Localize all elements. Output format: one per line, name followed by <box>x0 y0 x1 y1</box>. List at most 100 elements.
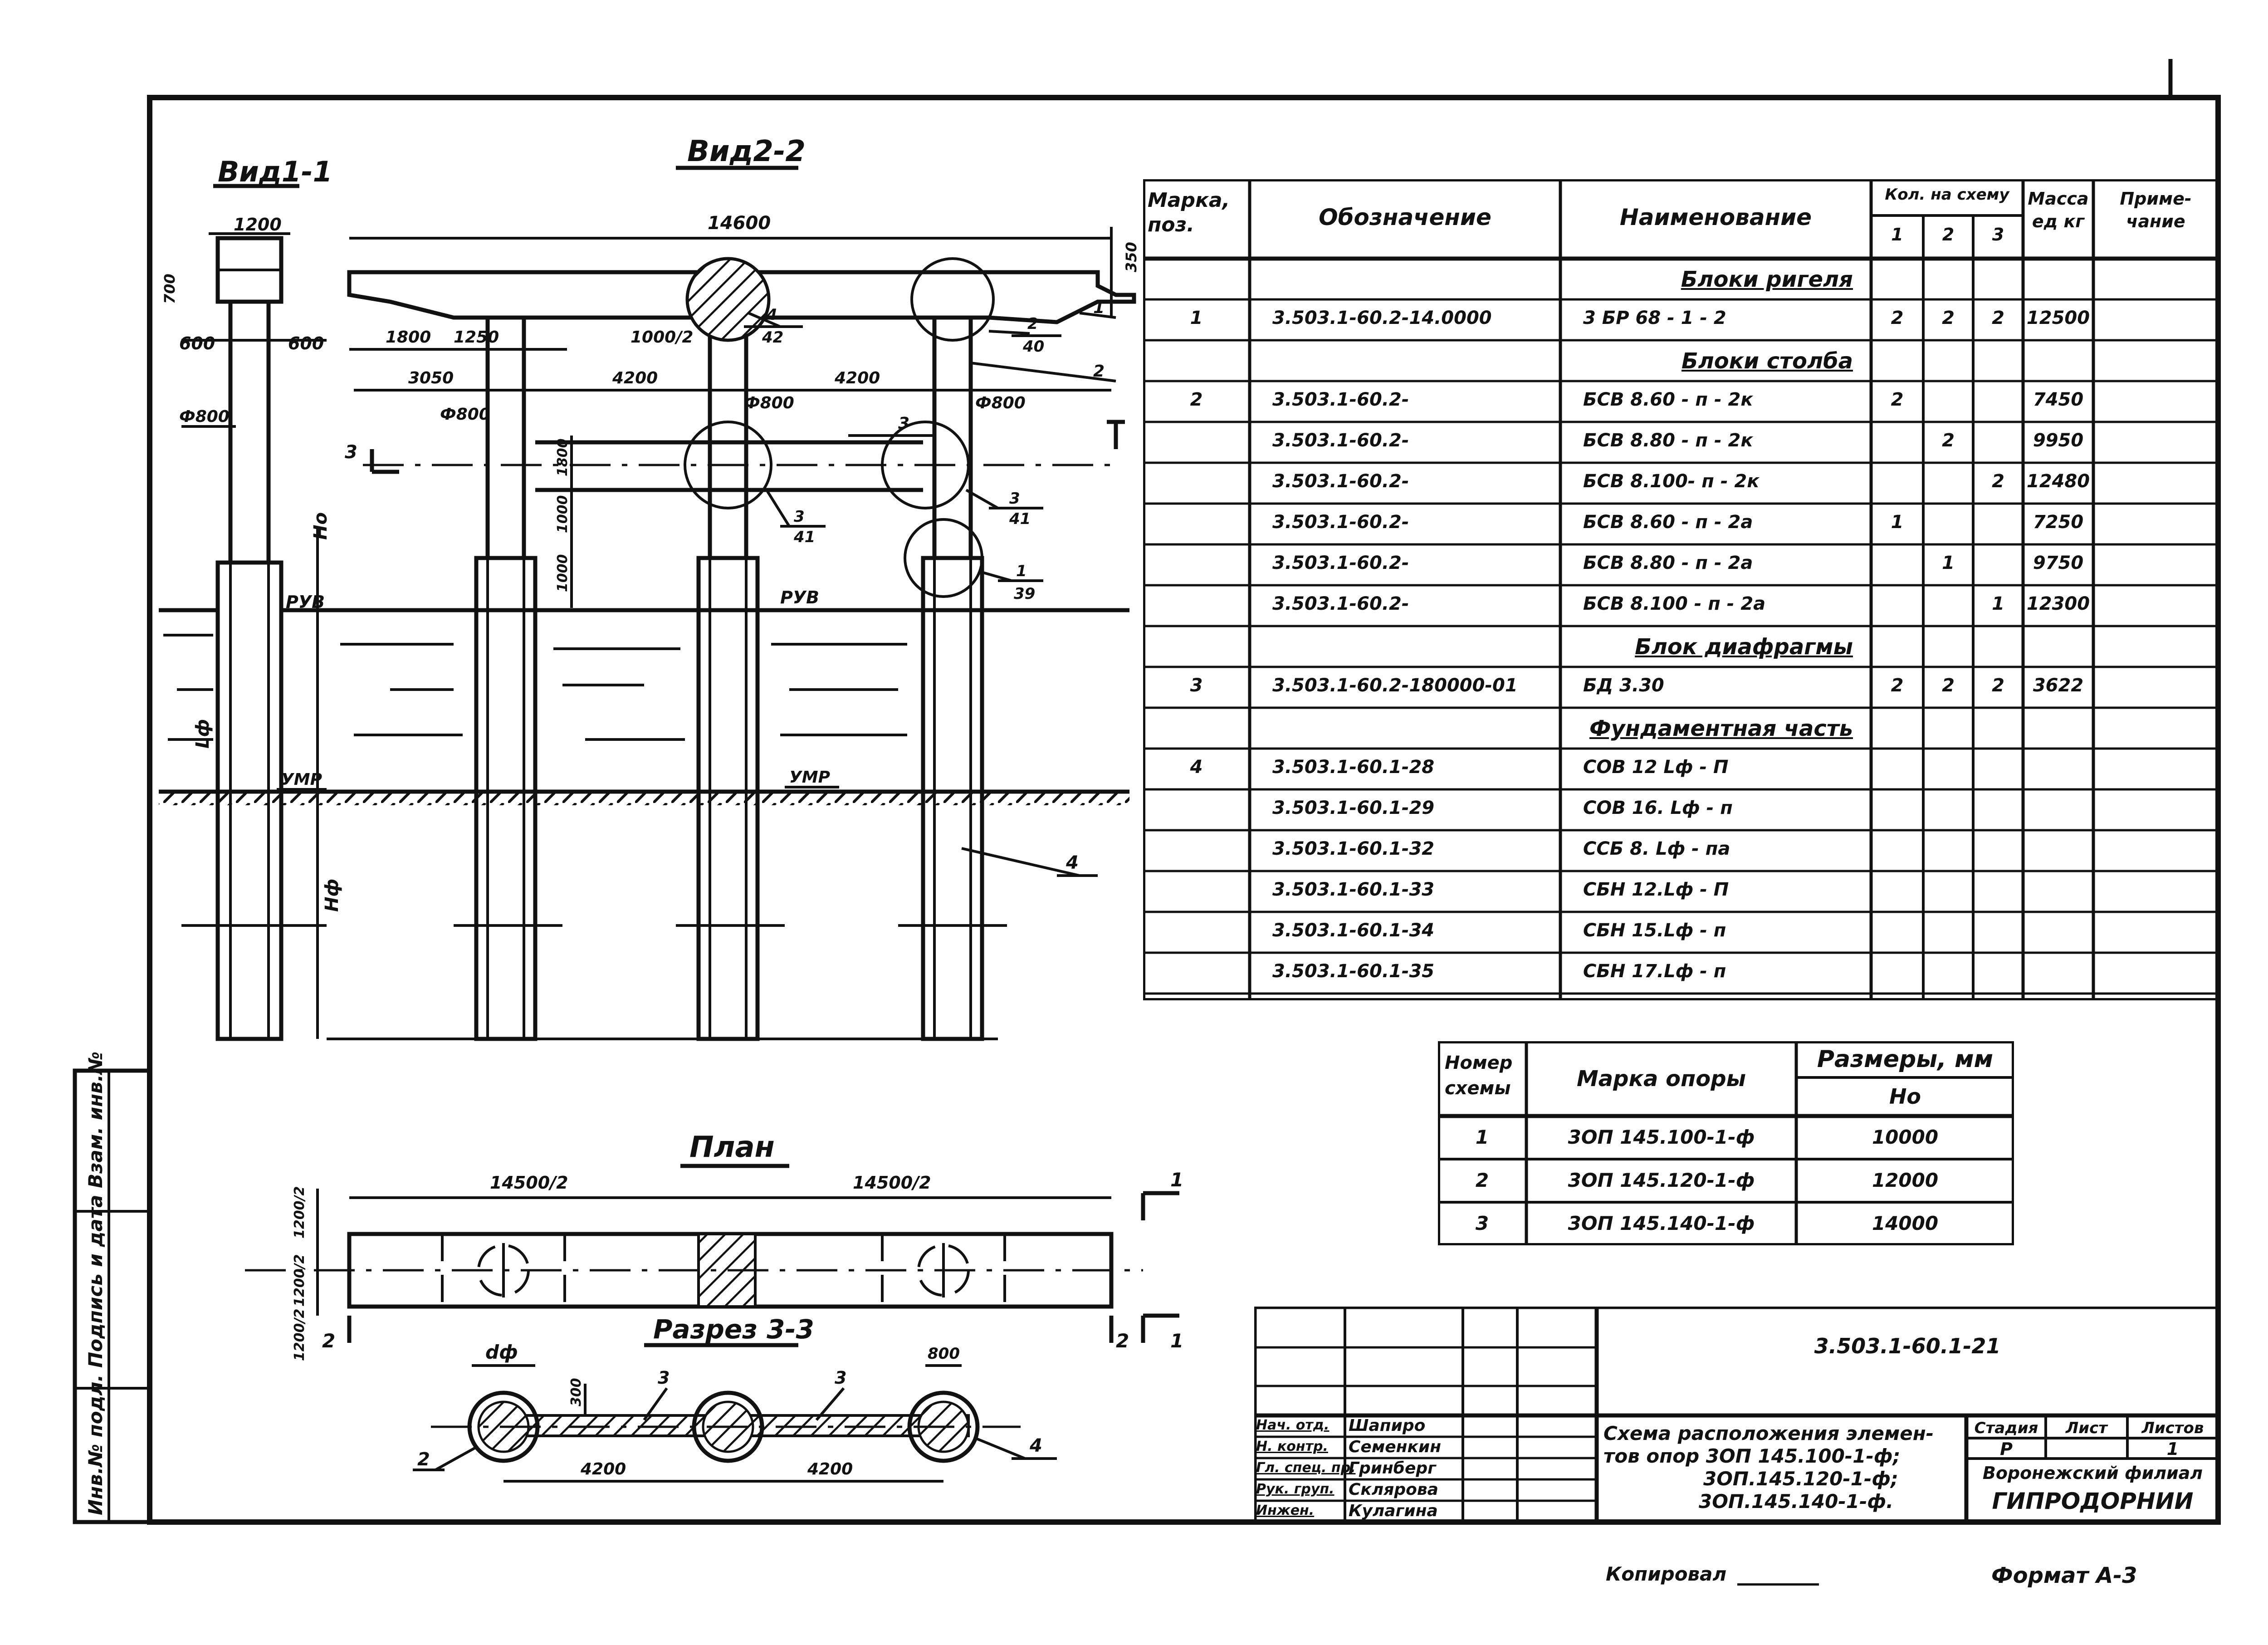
spec-cell-designation: 3.503.1-60.1-34 <box>1272 920 1435 941</box>
spec-cell-mass: 9750 <box>2033 553 2084 573</box>
spec-cell-designation: 3.503.1-60.2- <box>1272 471 1409 492</box>
spec-section-row: Блоки столба <box>1143 340 2218 381</box>
drawing-line <box>979 570 1012 582</box>
role-label: Рук. груп. <box>1256 1481 1334 1497</box>
sheets-value: 1 <box>2166 1439 2179 1459</box>
drawing-line <box>970 362 1116 382</box>
leader-3-41a: 3 41 <box>765 489 826 546</box>
view-1-1: Вид1-1 1200 700 600 600 Ф800 РУВ УМР Но … <box>159 155 342 1041</box>
label-view2_dims-total: 14600 <box>708 213 771 234</box>
sheet-frame <box>147 95 2221 1525</box>
scheme-cell-num: 2 <box>1475 1169 1489 1191</box>
drawing-rect <box>73 1068 152 1524</box>
scheme-cell-num: 3 <box>1475 1212 1489 1234</box>
label-plan_dims-h1: 1200/2 <box>292 1186 308 1239</box>
scheme-cell-mark: 3ОП 145.140-1-ф <box>1568 1212 1755 1234</box>
spec-cell-name: БСВ 8.100 - п - 2а <box>1583 593 1766 614</box>
spec-cell-q3: 2 <box>1992 308 2004 328</box>
spec-cell-name: СОВ 12 Lф - П <box>1583 757 1729 778</box>
label-view2_dims-leader_1_39-n: 1 <box>1016 562 1027 580</box>
spec-cell-designation: 3.503.1-60.1-32 <box>1272 838 1435 859</box>
label-section_dims-d800: 800 <box>928 1345 960 1363</box>
label-view1_dims-hf: Нф <box>322 879 342 912</box>
label-view1_dims-dia: Ф800 <box>179 407 230 426</box>
drawing-circle <box>904 518 983 598</box>
label-view2_dims-d1250: 1250 <box>454 328 499 347</box>
sheet-format: Формат А-3 <box>1991 1563 2137 1588</box>
hdr-designation: Обозначение <box>1319 204 1491 230</box>
label-view2_dims-v1000a: 1000 <box>555 495 571 534</box>
drawing-circle <box>910 257 995 342</box>
label-plan_dims-mark1: 1 <box>1170 1330 1183 1352</box>
view-2-title: Вид2-2 <box>687 135 806 168</box>
spec-cell-q3: 2 <box>1992 471 2004 492</box>
label-view2_dims-pos1: 1 <box>1093 299 1105 317</box>
spec-cell-name: БСВ 8.100- п - 2к <box>1583 471 1760 492</box>
drawing-line <box>961 847 1080 877</box>
drawing-line <box>974 1437 1026 1460</box>
spec-section-row: Фундаментная часть <box>1143 708 2218 749</box>
spec-cell-mark: 1 <box>1190 308 1203 328</box>
spec-cell-q2: 1 <box>1942 553 1955 573</box>
spec-cell-designation: 3.503.1-60.2- <box>1272 512 1409 533</box>
label-plan_dims-mark2: 2 <box>1116 1330 1129 1352</box>
scheme-table: Номер схемы Марка опоры Размеры, мм Но 1… <box>1438 1041 2014 1245</box>
drawing-circle <box>684 421 772 509</box>
label-view2_dims-v1800: 1800 <box>555 439 571 477</box>
spec-cell-name: Фундаментная часть <box>1589 716 1853 741</box>
label-view2_dims-leader_4_42-n: 4 <box>766 306 777 324</box>
label-section_dims-p3b: 3 <box>835 1368 846 1388</box>
scheme-hdr-ho: Но <box>1889 1084 1921 1109</box>
spec-cell-mass: 7450 <box>2033 389 2084 410</box>
spec-cell-designation: 3.503.1-60.2-14.0000 <box>1272 308 1492 328</box>
spec-cell-designation: 3.503.1-60.2- <box>1272 553 1409 573</box>
spec-cell-q3: 2 <box>1992 675 2004 696</box>
label-section_dims-d4200a: 4200 <box>580 1460 626 1479</box>
label-view1_dims-left: 600 <box>179 333 215 353</box>
stage-value: Р <box>2000 1439 2013 1459</box>
label-view2_dims-d3050: 3050 <box>408 369 454 387</box>
hdr-mark: Марка, поз. <box>1148 189 1230 236</box>
role-name: Склярова <box>1349 1480 1438 1499</box>
role-name: Шапиро <box>1349 1416 1426 1435</box>
spec-cell-q1: 2 <box>1891 389 1904 410</box>
scheme-hdr-mark: Марка опоры <box>1576 1066 1746 1092</box>
side-stamp: Инв.№ подл. Подпись и дата Взам. инв.№ <box>73 1052 152 1524</box>
spec-cell-name: Блок диафрагмы <box>1635 634 1853 660</box>
spec-cell-q1: 1 <box>1891 512 1904 533</box>
label-view2_dims-pos3: 3 <box>898 414 909 433</box>
scheme-hdr-num: Номер схемы <box>1445 1053 1513 1099</box>
spec-cell-q2: 2 <box>1942 308 1955 328</box>
spec-cell-designation: 3.503.1-60.2-180000-01 <box>1272 675 1518 696</box>
view-1-title: Вид1-1 <box>218 155 332 188</box>
spec-cell-designation: 3.503.1-60.1-35 <box>1272 961 1435 982</box>
role-name: Кулагина <box>1349 1502 1438 1520</box>
spec-cell-q2: 2 <box>1942 430 1955 451</box>
label-section_dims-df: dф <box>485 1341 518 1363</box>
label-plan_dims-left: 14500/2 <box>490 1173 568 1193</box>
spec-cell-mass: 3622 <box>2033 675 2084 696</box>
spec-cell-name: Блоки столба <box>1681 348 1853 374</box>
drawing-line <box>435 1446 477 1471</box>
label-view1_dims-width: 1200 <box>234 215 282 235</box>
spec-cell-mass: 12300 <box>2026 593 2090 614</box>
drawing-line <box>765 489 791 527</box>
label-view2_dims-dia2: Ф800 <box>744 394 794 412</box>
label-view2_dims-dia1: Ф800 <box>440 405 490 424</box>
role-label: Нач. отд. <box>1256 1417 1330 1433</box>
drawing-line <box>815 1387 845 1421</box>
drawing-circle <box>477 1244 530 1297</box>
drawing-circle <box>917 1244 970 1297</box>
label-plan_dims-h3: 1200/2 <box>292 1309 308 1361</box>
plan-view: План 14500/2 14500/2 1200/2 1200/2 1200/… <box>245 1131 1183 1361</box>
label-plan_dims-right: 14500/2 <box>853 1173 931 1193</box>
spec-cell-designation: 3.503.1-60.2- <box>1272 430 1409 451</box>
spec-cell-mark: 2 <box>1190 389 1203 410</box>
label-view2_dims-v1000b: 1000 <box>555 554 571 592</box>
